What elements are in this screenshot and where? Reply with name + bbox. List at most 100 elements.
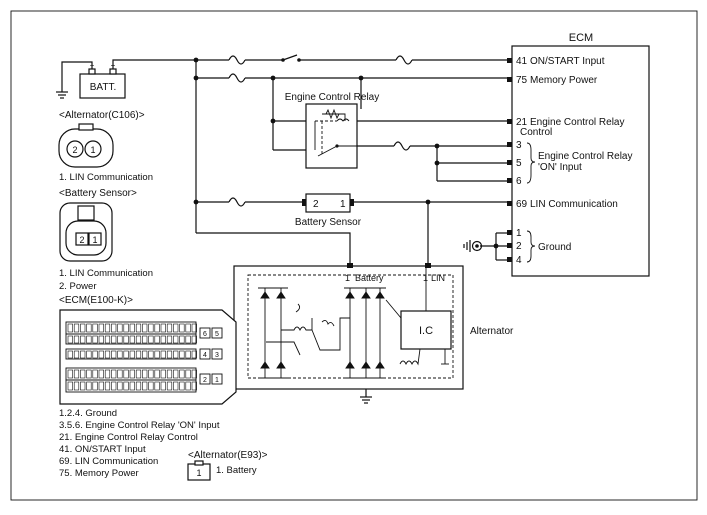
connector-alternator-c106: <Alternator(C106)> 2 1 1. LIN Communicat… — [58, 110, 153, 183]
ecm-side-pin-1: 1 — [215, 377, 219, 384]
ecm-pin-cell — [123, 369, 129, 379]
ecm-pin-cell — [185, 369, 191, 379]
ecm-pin-cell — [98, 335, 104, 344]
ecm-pin-cell — [92, 350, 98, 359]
ecm-pin-cell — [154, 369, 160, 379]
ecm-pin-cell — [129, 381, 135, 391]
ecm-side-pin-3: 3 — [215, 352, 219, 359]
ecm-pin-cell — [111, 335, 117, 344]
diagram-frame — [10, 10, 698, 501]
ecm-pin-21-label: Engine Control Relay — [530, 117, 625, 128]
battery-sensor-pin-1: 1 — [340, 199, 346, 210]
ecm-pin-cell — [173, 335, 179, 344]
ecm-pin-cell — [191, 323, 197, 333]
ecm-pin-cell — [129, 350, 135, 359]
ecm-pin-cell — [73, 350, 80, 359]
battery-label: BATT. — [90, 82, 116, 93]
ecm-pin-cell — [104, 323, 111, 333]
ecm-pin-cell — [185, 323, 191, 333]
ecm-pin-cell — [154, 350, 160, 359]
ecm-pin-cell — [135, 350, 142, 359]
battery-sensor-conn-pin-1: 1 — [92, 235, 97, 245]
ecm-side-pin-6: 6 — [203, 331, 207, 338]
engine-control-relay — [305, 103, 358, 169]
ecm-legend-2: 3.5.6. Engine Control Relay 'ON' Input — [59, 420, 220, 431]
ecm-pin-cell — [185, 335, 191, 344]
ecm-pin-cell — [111, 323, 117, 333]
relay-on-label-2: 'ON' Input — [538, 162, 582, 173]
ecm-pin-cell — [92, 323, 98, 333]
alt-pin-lin-label: LIN — [431, 273, 445, 283]
ecm-pin-cell — [67, 369, 73, 379]
ecm-pin-cell — [123, 335, 129, 344]
ecm-box — [511, 45, 650, 277]
battery-sensor-legend-2: 2. Power — [59, 281, 97, 292]
ecm-pin-cell — [185, 381, 191, 391]
ecm-pin-cell — [104, 369, 111, 379]
ecm-pin-cell — [191, 335, 197, 344]
ecm-pin-cell — [142, 381, 148, 391]
ecm-pin-cell — [148, 369, 154, 379]
ecm-pin-21: 21 — [516, 117, 528, 128]
ecm-pin-cell — [123, 381, 129, 391]
ecm-title: ECM — [569, 32, 593, 44]
battery-sensor-legend-1: 1. LIN Communication — [59, 268, 153, 279]
ecm-pin-cell — [173, 350, 179, 359]
ecm-pin-cell — [142, 350, 148, 359]
ecm-pin-cell — [104, 381, 111, 391]
ecm-pin-cell — [160, 381, 166, 391]
ecm-conn-title: <ECM(E100-K)> — [59, 295, 133, 306]
ecm-pin-cell — [67, 381, 73, 391]
ecm-pin-cell — [173, 323, 179, 333]
alt-pin-battery-num: 1 — [345, 273, 350, 283]
ecm-pin-cell — [179, 381, 185, 391]
ecm-pin-cell — [86, 323, 92, 333]
alternator-ic — [400, 310, 452, 350]
ecm-pin-cell — [86, 369, 92, 379]
ecm-pin-cell — [117, 335, 123, 344]
ecm-pin-cell — [166, 369, 173, 379]
ecm-pin-cell — [86, 350, 92, 359]
ecm-pin-1: 1 — [516, 228, 522, 239]
ecm-pin-75-label: Memory Power — [530, 75, 598, 86]
ecm-pin-cell — [160, 335, 166, 344]
ecm-pin-cell — [160, 350, 166, 359]
ecm-pin-cell — [179, 350, 185, 359]
ecm-pin-cell — [80, 335, 86, 344]
ecm-pin-cell — [117, 369, 123, 379]
ecm-pin-cell — [191, 350, 197, 359]
ecm-pin-cell — [67, 335, 73, 344]
ecm-pin-cell — [80, 350, 86, 359]
alt-pin-lin-num: 1 — [423, 273, 428, 283]
ecm-pin-cell — [148, 381, 154, 391]
ecm-pin-cell — [104, 335, 111, 344]
ecm-pin-cell — [80, 381, 86, 391]
ecm-pin-markers — [507, 58, 512, 262]
battery-sensor-conn-pin-2: 2 — [79, 235, 84, 245]
ecm-pin-cell — [160, 323, 166, 333]
main-wiring: Engine Control Relay — [193, 54, 507, 266]
ecm-pin-41: 41 — [516, 56, 528, 67]
alt-c106-pin-2: 2 — [72, 145, 77, 155]
ecm-pin-cell — [166, 350, 173, 359]
ecm-pin-cell — [129, 369, 135, 379]
ecm-pin-cell — [142, 369, 148, 379]
ecm-pin-75: 75 — [516, 75, 528, 86]
ecm-pin-cell — [80, 369, 86, 379]
ecm-pin-5: 5 — [516, 158, 522, 169]
ecm-pin-cell — [86, 335, 92, 344]
ecm-pin-2: 2 — [516, 241, 522, 252]
ecm-pin-cell — [166, 381, 173, 391]
ecm-pin-cell — [73, 381, 80, 391]
ecm-pin-41-label: ON/START Input — [530, 56, 605, 67]
battery-sensor-pin-2: 2 — [313, 199, 319, 210]
ic-label: I.C — [419, 325, 433, 337]
connector-ecm-e100k: <ECM(E100-K)> 6 5 4 3 2 1 1.2.4. Ground … — [59, 295, 237, 479]
ecm-side-pin-5: 5 — [215, 331, 219, 338]
ecm-pin-cell — [92, 381, 98, 391]
ecm-pin-cell — [135, 369, 142, 379]
ecm-pin-cell — [135, 381, 142, 391]
ecm-legend-4: 41. ON/START Input — [59, 444, 146, 455]
ecm-pin-cell — [148, 350, 154, 359]
